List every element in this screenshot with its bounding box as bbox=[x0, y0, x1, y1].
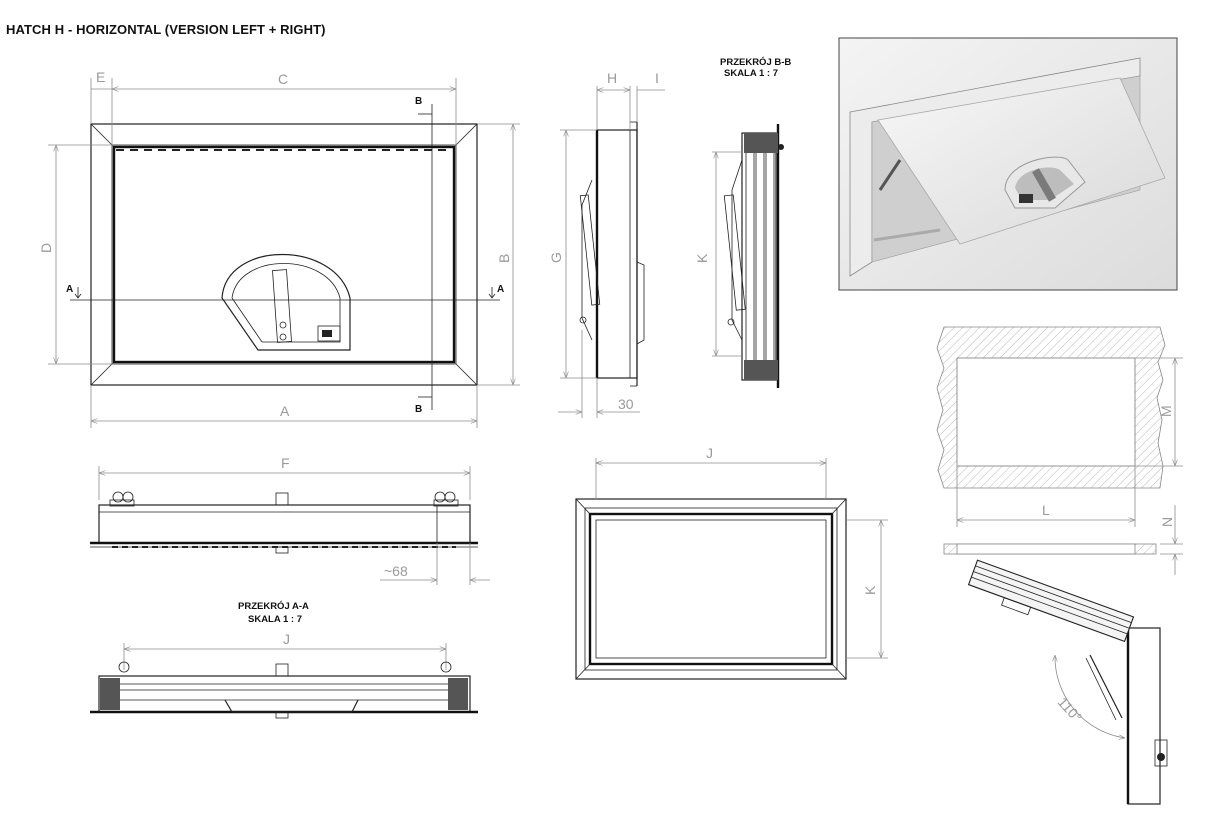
section-mark-b-top: B bbox=[415, 96, 422, 107]
dim-k-section: K bbox=[694, 253, 710, 263]
section-aa-scale: SKALA 1 : 7 bbox=[248, 614, 302, 625]
angle-110: 110° bbox=[1055, 694, 1086, 725]
top-view: F ~68 bbox=[90, 455, 490, 585]
dim-i: I bbox=[655, 70, 659, 86]
section-mark-a-left: A bbox=[66, 284, 73, 295]
section-bb-scale: SKALA 1 : 7 bbox=[724, 68, 778, 79]
back-view: J K bbox=[575, 445, 888, 680]
dim-l: L bbox=[1042, 502, 1050, 518]
dim-68: ~68 bbox=[384, 563, 408, 579]
front-view: A A B B E C D B A bbox=[38, 69, 520, 428]
handle-recess bbox=[221, 253, 351, 351]
dim-h: H bbox=[607, 70, 617, 86]
side-view: H I G 30 bbox=[548, 70, 665, 418]
section-mark-a-right: A bbox=[497, 284, 504, 295]
hinge-left bbox=[109, 491, 135, 507]
dim-e: E bbox=[96, 69, 105, 85]
section-mark-b-bottom: B bbox=[415, 404, 422, 415]
outer-frame bbox=[90, 123, 478, 386]
dim-a: A bbox=[280, 403, 290, 419]
dim-k-back: K bbox=[862, 585, 878, 595]
lid-edge bbox=[112, 145, 456, 364]
section-aa-title: PRZEKRÓJ A-A bbox=[238, 600, 309, 612]
dim-m: M bbox=[1158, 405, 1174, 417]
section-bb: PRZEKRÓJ B-B SKALA 1 : 7 K bbox=[694, 56, 791, 388]
page-title: HATCH H - HORIZONTAL (VERSION LEFT + RIG… bbox=[6, 22, 326, 37]
section-aa: PRZEKRÓJ A-A SKALA 1 : 7 J bbox=[90, 600, 478, 719]
inner-frame bbox=[111, 144, 457, 365]
dim-b: B bbox=[496, 254, 512, 263]
dim-f: F bbox=[281, 455, 290, 471]
hinge-right bbox=[433, 491, 459, 507]
dim-d: D bbox=[38, 243, 54, 253]
dim-j-section: J bbox=[283, 631, 290, 647]
section-bb-title: PRZEKRÓJ B-B bbox=[720, 56, 791, 68]
dim-n: N bbox=[1159, 517, 1175, 527]
dim-30: 30 bbox=[618, 396, 634, 412]
wall-opening: M L N bbox=[936, 326, 1183, 575]
hatch-photo-icon bbox=[838, 37, 1178, 291]
open-view: 110° bbox=[967, 559, 1168, 805]
dim-c: C bbox=[278, 71, 288, 87]
dim-g: G bbox=[548, 252, 564, 263]
dim-j-back: J bbox=[706, 445, 713, 461]
